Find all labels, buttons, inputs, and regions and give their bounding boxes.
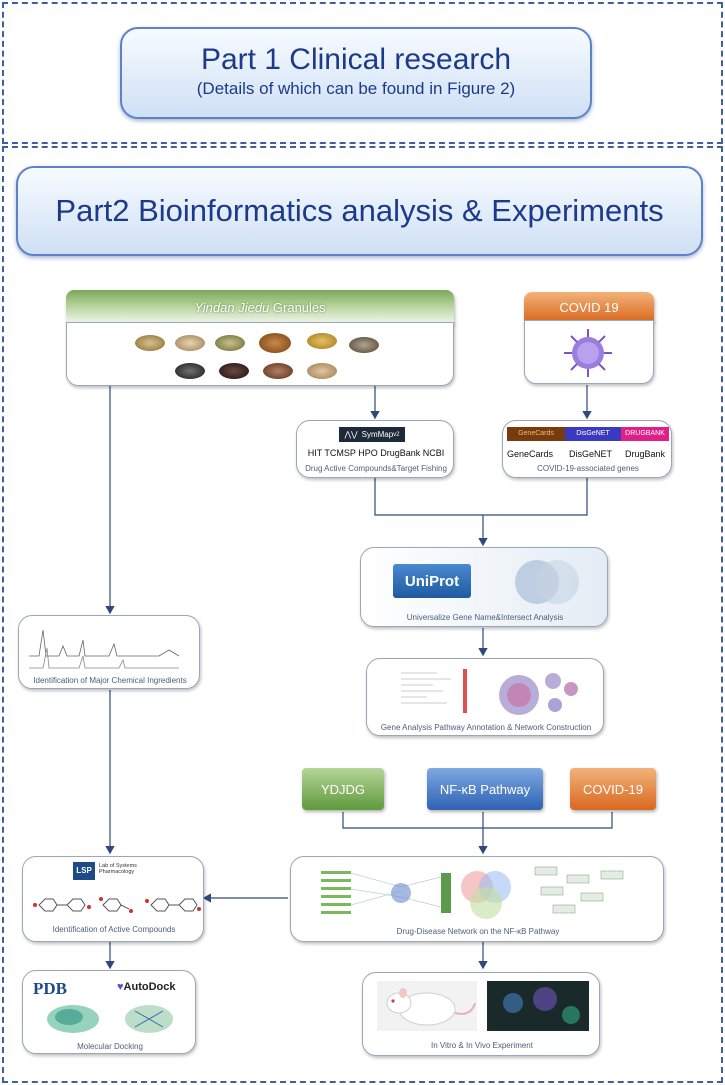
herb-1 — [135, 335, 165, 351]
active-compounds-panel: LSP Lab of Systems Pharmacology Identifi… — [22, 856, 204, 942]
experiment-panel: In Vitro & In Vivo Experiment — [362, 972, 600, 1056]
herb-7 — [175, 363, 205, 379]
herb-8 — [219, 363, 249, 379]
part1-title: Part 1 Clinical research — [200, 43, 512, 76]
disease-db-1: GeneCards — [507, 449, 554, 459]
autodock-icon: ♥ — [117, 981, 124, 993]
docking-caption: Molecular Docking — [77, 1042, 143, 1051]
covid-label: COVID 19 — [559, 299, 619, 315]
disease-sources-panel: GeneCards DisGeNET DRUGBANK GeneCards Di… — [502, 420, 672, 478]
granules-header: Yindan Jiedu Granules — [66, 290, 454, 324]
docking-images — [47, 1005, 173, 1033]
venn-diagram — [515, 560, 579, 604]
disease-db-2: DisGeNET — [569, 449, 613, 459]
network-figures — [321, 866, 624, 919]
molecules-image — [33, 897, 201, 913]
genecards-logo: GeneCards — [507, 427, 565, 441]
lsp-logo: LSP — [73, 862, 95, 880]
herb-6 — [349, 337, 379, 353]
covid-header: COVID 19 — [524, 292, 654, 322]
ydjdg-tag: YDJDG — [302, 768, 384, 810]
disease-sources-caption: COVID-19-associated genes — [537, 464, 639, 473]
symmap-icon: ⋀⋁ — [344, 430, 358, 439]
uniprot-caption: Universalize Gene Name&Intersect Analysi… — [406, 613, 564, 622]
covid19-tag: COVID-19 — [570, 768, 656, 810]
disgenet-logo: DisGeNET — [565, 427, 621, 441]
chem-panel: Identification of Major Chemical Ingredi… — [18, 615, 200, 689]
granules-title: Yindan Jiedu Granules — [194, 299, 326, 315]
herb-2 — [175, 335, 205, 351]
herb-5 — [307, 333, 337, 349]
herb-10 — [307, 363, 337, 379]
chem-caption: Identification of Major Chemical Ingredi… — [33, 676, 187, 685]
pathway-caption: Gene Analysis Pathway Annotation & Netwo… — [380, 723, 592, 732]
network-panel: Drug-Disease Network on the NF-κB Pathwa… — [290, 856, 664, 942]
pathway-figures — [401, 669, 578, 715]
herb-3 — [215, 335, 245, 351]
part2-title: Part2 Bioinformatics analysis & Experime… — [55, 193, 664, 228]
drug-sources-caption: Drug Active Compounds&Target Fishing — [305, 464, 447, 473]
herb-4 — [259, 333, 291, 353]
autodock-logo: ♥AutoDock — [117, 981, 176, 993]
uniprot-panel: UniProt Universalize Gene Name&Intersect… — [360, 547, 608, 627]
part2-title-box: Part2 Bioinformatics analysis & Experime… — [16, 166, 703, 256]
drug-databases: HIT TCMSP HPO DrugBank NCBI — [307, 448, 445, 458]
part2-frame — [2, 146, 723, 1083]
granules-panel — [66, 322, 454, 386]
experiment-images — [377, 981, 589, 1031]
uniprot-logo: UniProt — [393, 564, 471, 598]
chromatogram-image — [29, 629, 180, 669]
active-compounds-caption: Identification of Active Compounds — [52, 925, 176, 934]
covid-panel — [524, 320, 654, 384]
part1-subtitle: (Details of which can be found in Figure… — [196, 79, 516, 98]
network-caption: Drug-Disease Network on the NF-κB Pathwa… — [396, 927, 560, 936]
pdb-logo: PDB — [33, 979, 67, 998]
drugbank-logo: DRUGBANK — [621, 427, 669, 441]
nfkb-tag: NF-κB Pathway — [427, 768, 543, 810]
part1-title-box: Part 1 Clinical research (Details of whi… — [120, 27, 592, 119]
part1-frame — [2, 2, 723, 144]
lsp-logo-text: Lab of Systems Pharmacology — [99, 863, 137, 875]
herb-9 — [263, 363, 293, 379]
pathway-panel: Gene Analysis Pathway Annotation & Netwo… — [366, 658, 604, 736]
virus-image — [564, 329, 612, 377]
experiment-caption: In Vitro & In Vivo Experiment — [431, 1041, 533, 1050]
disease-db-3: DrugBank — [625, 449, 666, 459]
docking-panel: PDB ♥AutoDock Molecular Docking — [22, 970, 196, 1054]
